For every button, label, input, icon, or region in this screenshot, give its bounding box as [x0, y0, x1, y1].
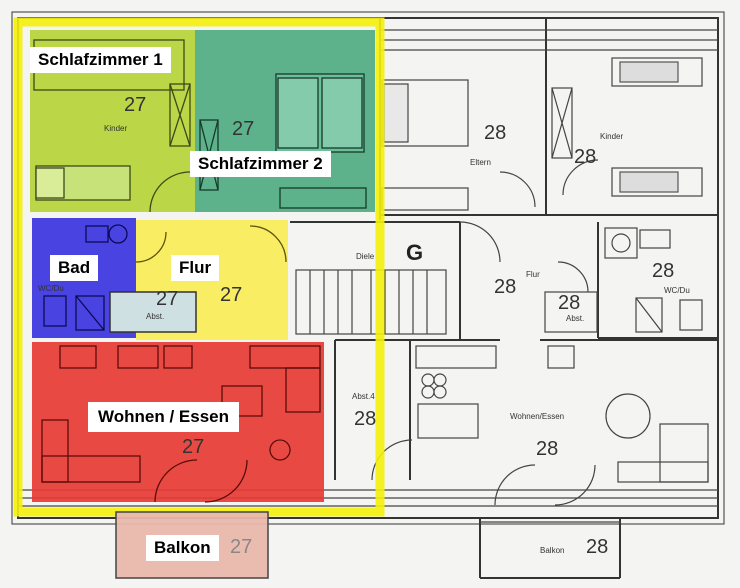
label-bedroom-1: Schlafzimmer 1 [30, 47, 171, 73]
staircase [295, 269, 447, 335]
room-text-abst-27: Abst. [146, 312, 165, 321]
room-text-kinder-1: Kinder [104, 124, 128, 133]
room-storage [109, 291, 197, 333]
room-text-kinder-2: Kinder [600, 132, 624, 141]
unit-number-wcdu-28: 28 [652, 260, 675, 282]
stair-label-g: G [406, 240, 424, 265]
label-bedroom-2: Schlafzimmer 2 [190, 151, 331, 177]
unit-number-storage: 27 [156, 288, 179, 310]
unit-number-abst4: 28 [354, 408, 377, 430]
unit-number-kinder-28: 28 [574, 146, 597, 168]
label-bath: Bad [50, 255, 99, 281]
room-text-balkon-28: Balkon [540, 546, 565, 555]
room-text-eltern: Eltern [470, 158, 491, 167]
unit-number-bedroom2: 27 [232, 118, 255, 140]
room-text-abst-28: Abst. [566, 314, 585, 323]
label-hall: Flur [171, 255, 220, 281]
unit-number-eltern: 28 [484, 122, 507, 144]
unit-number-living: 27 [182, 436, 205, 458]
room-text-wohnen-essen-28: Wohnen/Essen [510, 412, 565, 421]
room-text-wcdu-28: WC/Du [664, 286, 690, 295]
unit-number-balcony-28: 28 [586, 536, 609, 558]
unit-28-details [18, 29, 718, 523]
unit-number-living-28: 28 [536, 438, 559, 460]
room-text-diele: Diele [356, 252, 375, 261]
room-text-abst4: Abst.4 [352, 392, 375, 401]
unit-number-balcony: 27 [230, 536, 253, 558]
label-balcony: Balkon [146, 535, 219, 561]
unit-number-hall: 27 [220, 284, 243, 306]
room-text-flur-28: Flur [526, 270, 540, 279]
unit-number-bedroom1: 27 [124, 94, 147, 116]
unit-number-abst-28: 28 [558, 292, 581, 314]
label-living: Wohnen / Essen [88, 402, 239, 432]
room-text-wcdu-27: WC/Du [38, 284, 64, 293]
unit-number-flur-28: 28 [494, 276, 517, 298]
